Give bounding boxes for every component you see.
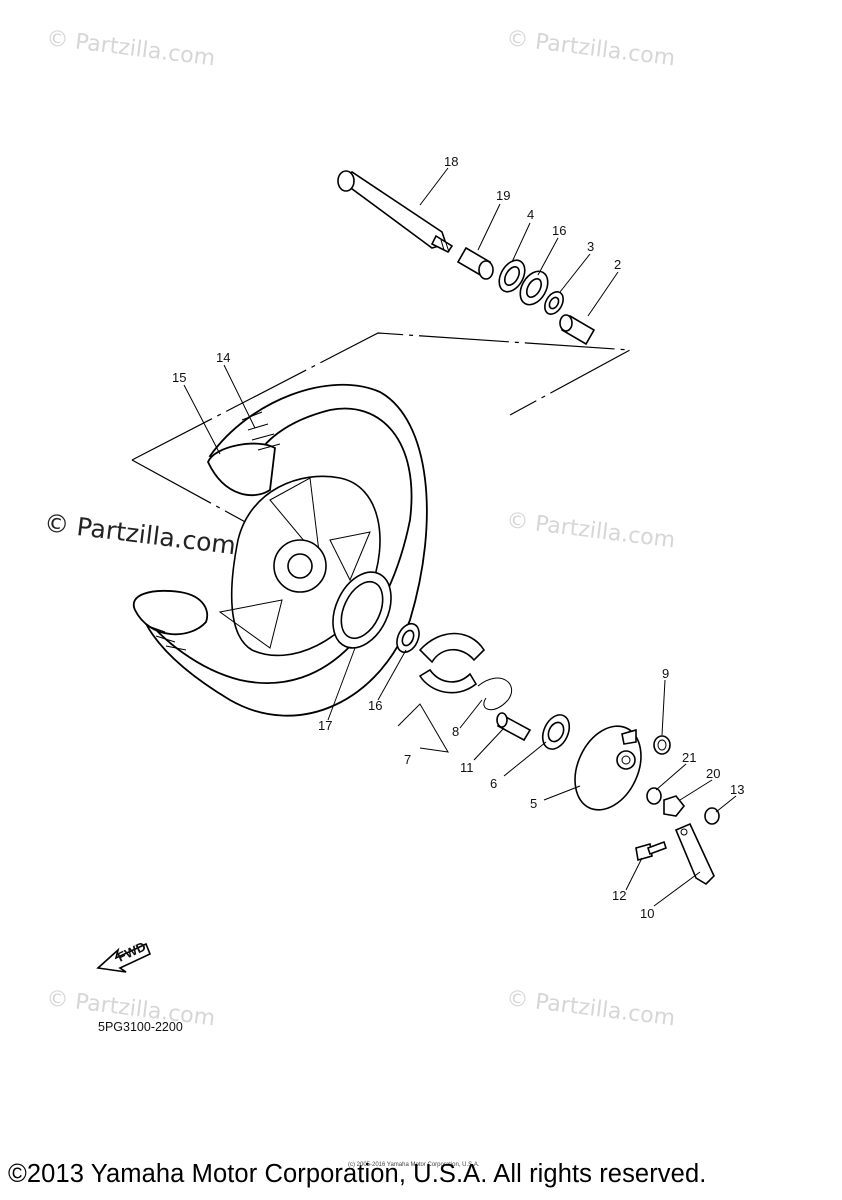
- fine-print: (c) 2005-2016 Yamaha Motor Corporation, …: [348, 1162, 480, 1168]
- callout-5: 5: [530, 796, 537, 811]
- callout-18: 18: [444, 154, 458, 169]
- brake-arm-part: [674, 822, 715, 886]
- callout-17: 17: [318, 718, 332, 733]
- collar-part-2: [559, 314, 596, 346]
- brake-shoe-part: [418, 632, 486, 694]
- bearing-part: [498, 259, 526, 293]
- callout-16-bottom: 16: [368, 698, 382, 713]
- callout-8: 8: [452, 724, 459, 739]
- callout-4: 4: [527, 207, 534, 222]
- camshaft-part: [496, 712, 532, 742]
- callout-20: 20: [706, 766, 720, 781]
- oil-seal-part: [544, 291, 564, 315]
- callout-14: 14: [216, 350, 230, 365]
- callout-12: 12: [612, 888, 626, 903]
- callout-19: 19: [496, 188, 510, 203]
- tire-part: [132, 383, 428, 717]
- callout-16-top: 16: [552, 223, 566, 238]
- nut-20-part: [663, 795, 686, 817]
- brake-plate-part: [574, 725, 642, 811]
- axle-part: [337, 170, 454, 254]
- bearing-part-lower: [396, 622, 420, 654]
- nut-13-part: [704, 807, 720, 825]
- tread-pattern: [147, 411, 281, 651]
- callout-2: 2: [614, 257, 621, 272]
- callout-21: 21: [682, 750, 696, 765]
- bolt-part: [635, 840, 668, 862]
- callout-7: 7: [404, 752, 411, 767]
- copyright-footer: ©2013 Yamaha Motor Corporation, U.S.A. A…: [8, 1160, 707, 1188]
- callout-9: 9: [662, 666, 669, 681]
- nut-9-part: [653, 735, 671, 755]
- diagram-code: 5PG3100-2200: [98, 1020, 183, 1034]
- collar-part: [456, 246, 494, 280]
- callout-3: 3: [587, 239, 594, 254]
- hub-ring-part: [332, 571, 392, 649]
- assembly-outline-left: [131, 459, 261, 531]
- callout-13: 13: [730, 782, 744, 797]
- washer-21-part: [646, 787, 662, 805]
- spring-part: [477, 677, 513, 711]
- callout-11: 11: [460, 760, 474, 775]
- bearing-part-upper: [519, 270, 549, 306]
- callout-6: 6: [490, 776, 497, 791]
- leader-lines: [183, 167, 737, 907]
- callout-labels: 18 19 4 16 3 2 14 15 16 17 7 8 11 6 5 9 …: [172, 154, 744, 921]
- assembly-outline: [131, 332, 633, 461]
- fwd-arrow-icon: FWD: [96, 939, 152, 973]
- callout-10: 10: [640, 906, 654, 921]
- callout-15: 15: [172, 370, 186, 385]
- oil-seal-6-part: [541, 714, 571, 750]
